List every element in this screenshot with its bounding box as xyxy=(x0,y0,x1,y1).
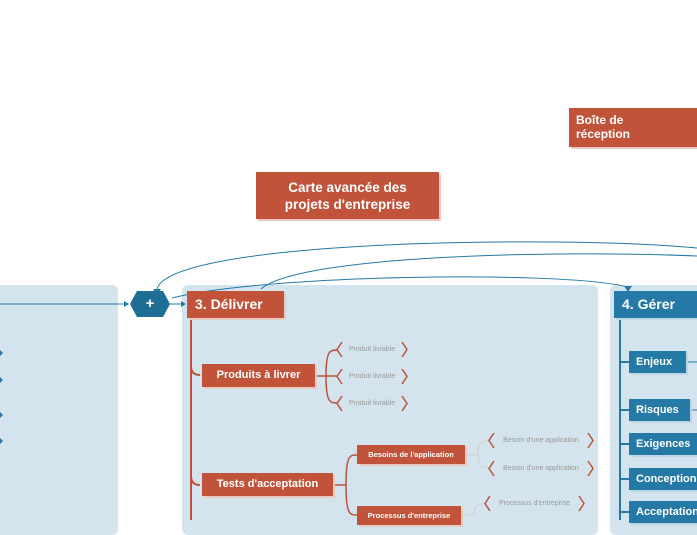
connector-lines xyxy=(0,241,697,520)
app-needs-label: Besoins de l'application xyxy=(368,450,454,459)
deliver-title-text: 3. Délivrer xyxy=(195,296,263,312)
manage-item-risks[interactable]: Risques xyxy=(629,399,690,421)
business-processes-node[interactable]: Processus d'entreprise xyxy=(357,506,461,525)
hexagon-icon xyxy=(130,291,170,317)
manage-item-requirements[interactable]: Exigences xyxy=(629,433,697,455)
manage-item-design[interactable]: Conception xyxy=(629,468,697,490)
manage-title[interactable]: 4. Gérer xyxy=(614,291,697,318)
acceptance-tests-node[interactable]: Tests d'acceptation xyxy=(202,473,333,496)
map-title-text: Carte avancée des projets d'entreprise xyxy=(284,179,411,212)
business-process-item[interactable]: Processus d'entreprise xyxy=(484,496,585,511)
deliverables-node[interactable]: Produits à livrer xyxy=(202,364,315,387)
deliver-title[interactable]: 3. Délivrer xyxy=(187,291,284,318)
deliverable-item[interactable]: Produit livrable xyxy=(336,342,408,357)
inbox-box[interactable]: Boîte de réception xyxy=(569,108,697,147)
map-title[interactable]: Carte avancée des projets d'entreprise xyxy=(256,172,439,219)
app-need-item[interactable]: Besoin d'une application xyxy=(488,461,594,476)
app-needs-node[interactable]: Besoins de l'application xyxy=(357,445,465,464)
plus-label: + xyxy=(145,295,155,312)
deliverable-item[interactable]: Produit livrable xyxy=(336,396,408,411)
manage-item-acceptance[interactable]: Acceptation xyxy=(629,501,697,523)
acceptance-tests-label: Tests d'acceptation xyxy=(216,478,319,490)
business-processes-label: Processus d'entreprise xyxy=(367,511,451,520)
manage-item-issues[interactable]: Enjeux xyxy=(629,351,686,373)
inbox-label: Boîte de réception xyxy=(576,113,631,141)
manage-title-text: 4. Gérer xyxy=(622,296,675,312)
deliverables-label: Produits à livrer xyxy=(216,369,301,381)
add-node-button[interactable]: + xyxy=(130,291,170,317)
deliverable-item[interactable]: Produit livrable xyxy=(336,369,408,384)
app-need-item[interactable]: Besoin d'une application xyxy=(488,433,594,448)
left-panel xyxy=(0,285,118,535)
